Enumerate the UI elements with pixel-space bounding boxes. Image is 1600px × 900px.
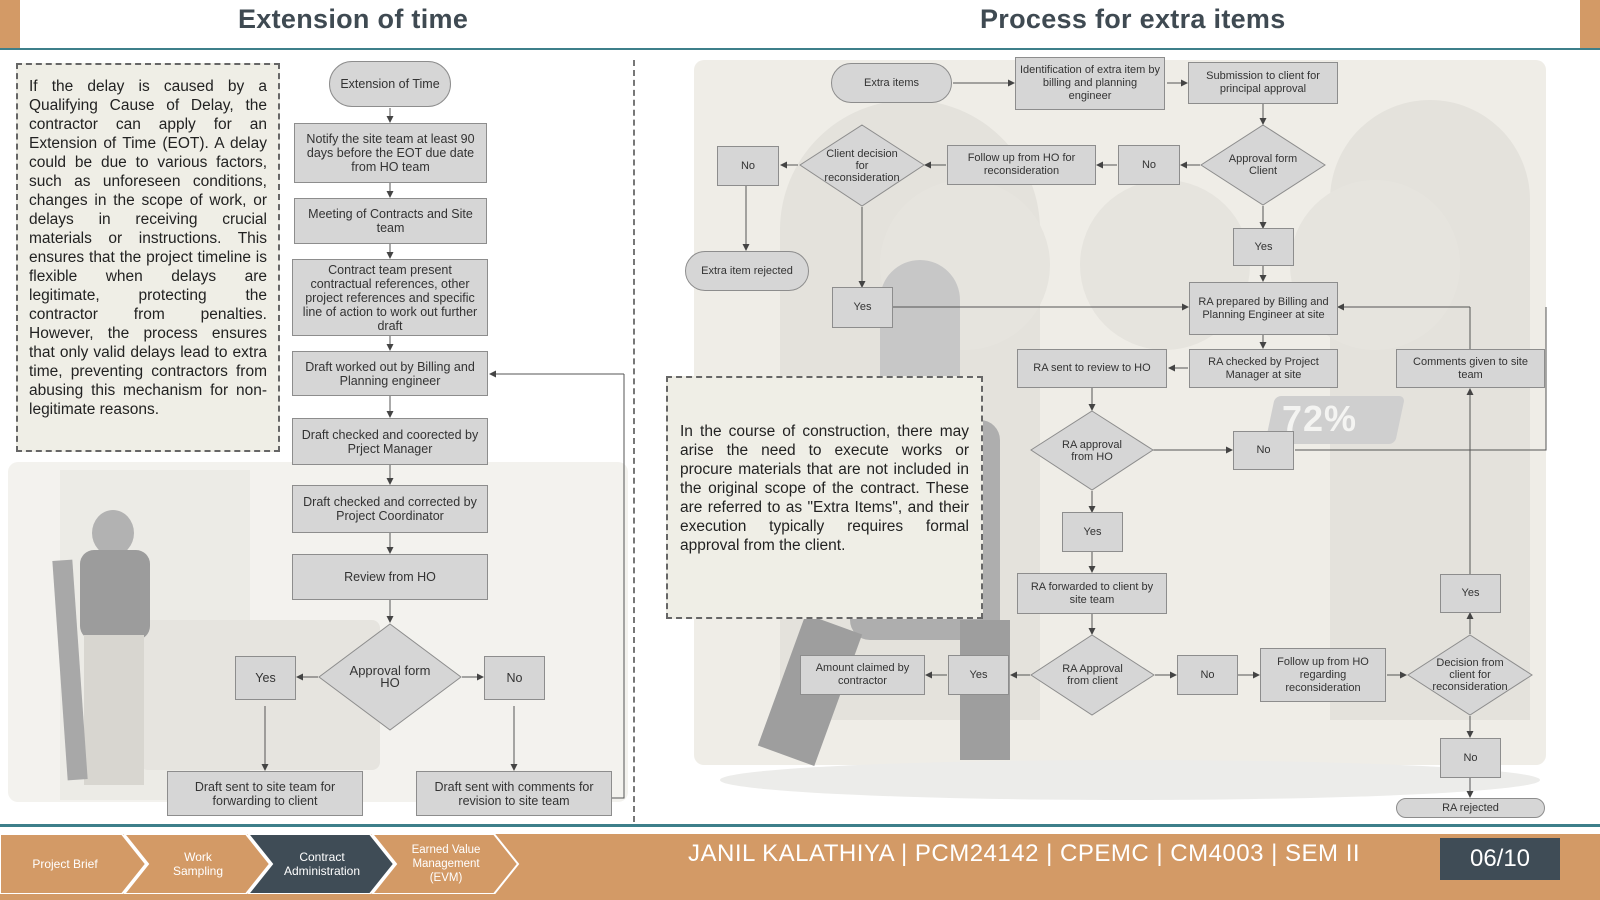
extra-ra-approval-client-label: RA Approval from client [1062, 663, 1123, 687]
eot-approval-ho-decision: Approval form HO [318, 623, 462, 731]
eot-checked-pc-node: Draft checked and corrected by Project C… [292, 485, 488, 533]
column-divider [633, 60, 635, 822]
eot-present-node: Contract team present contractual refere… [292, 259, 488, 336]
extra-client-decision-diamond: Client decision for reconsideration [799, 124, 925, 207]
extra-no-4-node: No [1177, 655, 1238, 695]
nav-contract-administration[interactable]: Contract Administration [248, 834, 396, 894]
eot-checked-pm-node: Draft checked and coorected by Prject Ma… [292, 418, 488, 465]
extra-ra-approval-ho-label: RA approval from HO [1062, 438, 1122, 463]
nav-earned-value-management-label: Earned Value Management (EVM) [411, 844, 481, 884]
extra-decision-client-label: Decision from client for reconsideration [1432, 657, 1508, 693]
nav-work-sampling-label: Work Sampling [172, 850, 224, 878]
extra-ra-forwarded-node: RA forwarded to client by site team [1017, 573, 1167, 614]
extra-yes-1-node: Yes [832, 287, 893, 328]
extra-approval-client-decision: Approval form Client [1200, 124, 1326, 206]
header-corner-right [1580, 0, 1600, 48]
extra-no-5-node: No [1440, 738, 1501, 778]
header-corner-left [0, 0, 20, 48]
extra-ra-sent-ho-node: RA sent to review to HO [1017, 349, 1167, 388]
extra-decision-client-diamond: Decision from client for reconsideration [1407, 634, 1533, 716]
nav-earned-value-management[interactable]: Earned Value Management (EVM) [372, 834, 520, 894]
footer-title: JANIL KALATHIYA | PCM24142 | CPEMC | CM4… [688, 840, 1361, 867]
extra-no-3-node: No [1233, 431, 1294, 470]
extra-ra-approval-ho-decision: RA approval from HO [1030, 410, 1154, 491]
extra-ra-prepared-node: RA prepared by Billing and Planning Engi… [1189, 282, 1338, 335]
eot-yes-node: Yes [235, 656, 296, 700]
extra-items-description-box: In the course of construction, there may… [666, 376, 983, 619]
eot-sent-site-node: Draft sent to site team for forwarding t… [167, 771, 363, 816]
nav-project-brief-label: Project Brief [32, 857, 98, 871]
eot-no-node: No [484, 656, 545, 700]
eot-meeting-node: Meeting of Contracts and Site team [294, 198, 487, 244]
extra-approval-client-label: Approval form Client [1228, 153, 1298, 177]
left-title: Extension of time [238, 4, 469, 34]
eot-description-box: If the delay is caused by a Qualifying C… [16, 63, 280, 452]
extra-ra-rejected-node: RA rejected [1396, 798, 1545, 818]
header-divider [0, 48, 1600, 50]
eot-description-text: If the delay is caused by a Qualifying C… [29, 78, 267, 418]
extra-submission-node: Submission to client for principal appro… [1188, 62, 1338, 104]
percent-badge: 72% [1282, 398, 1358, 439]
extra-ra-approval-client-decision: RA Approval from client [1030, 634, 1155, 716]
extra-start-node: Extra items [831, 63, 952, 103]
extra-yes-2-node: Yes [1233, 228, 1294, 266]
extra-follow-up-ho-node: Follow up from HO for reconsideration [947, 145, 1096, 185]
extra-comments-site-node: Comments given to site team [1396, 349, 1545, 388]
eot-approval-ho-label: Approval form HO [349, 663, 431, 690]
nav-work-sampling[interactable]: Work Sampling [124, 834, 272, 894]
extra-follow-up-regarding-node: Follow up from HO regarding reconsiderat… [1260, 648, 1386, 702]
extra-identification-node: Identification of extra item by billing … [1015, 57, 1165, 110]
extra-no-1-node: No [1118, 145, 1180, 185]
right-title: Process for extra items [980, 4, 1286, 34]
extra-yes-3-node: Yes [1062, 512, 1123, 552]
extra-client-decision-label: Client decision for reconsideration [824, 147, 900, 184]
extra-rejected-node: Extra item rejected [685, 251, 809, 291]
nav-contract-administration-label: Contract Administration [283, 850, 361, 878]
extra-yes-5-node: Yes [1440, 574, 1501, 613]
eot-notify-node: Notify the site team at least 90 days be… [294, 123, 487, 183]
extra-items-description-text: In the course of construction, there may… [680, 423, 969, 554]
extra-no-2-node: No [717, 146, 779, 186]
nav-project-brief[interactable]: Project Brief [0, 834, 148, 894]
eot-draft-worked-node: Draft worked out by Billing and Planning… [292, 351, 488, 396]
eot-start-node: Extension of Time [329, 61, 451, 107]
extra-yes-4-node: Yes [948, 655, 1009, 695]
eot-review-ho-node: Review from HO [292, 554, 488, 600]
footer-divider [0, 824, 1600, 827]
extra-ra-checked-node: RA checked by Project Manager at site [1189, 349, 1338, 388]
eot-sent-comments-node: Draft sent with comments for revision to… [416, 771, 612, 816]
page-number: 06/10 [1440, 838, 1560, 880]
extra-amount-claimed-node: Amount claimed by contractor [800, 655, 925, 695]
